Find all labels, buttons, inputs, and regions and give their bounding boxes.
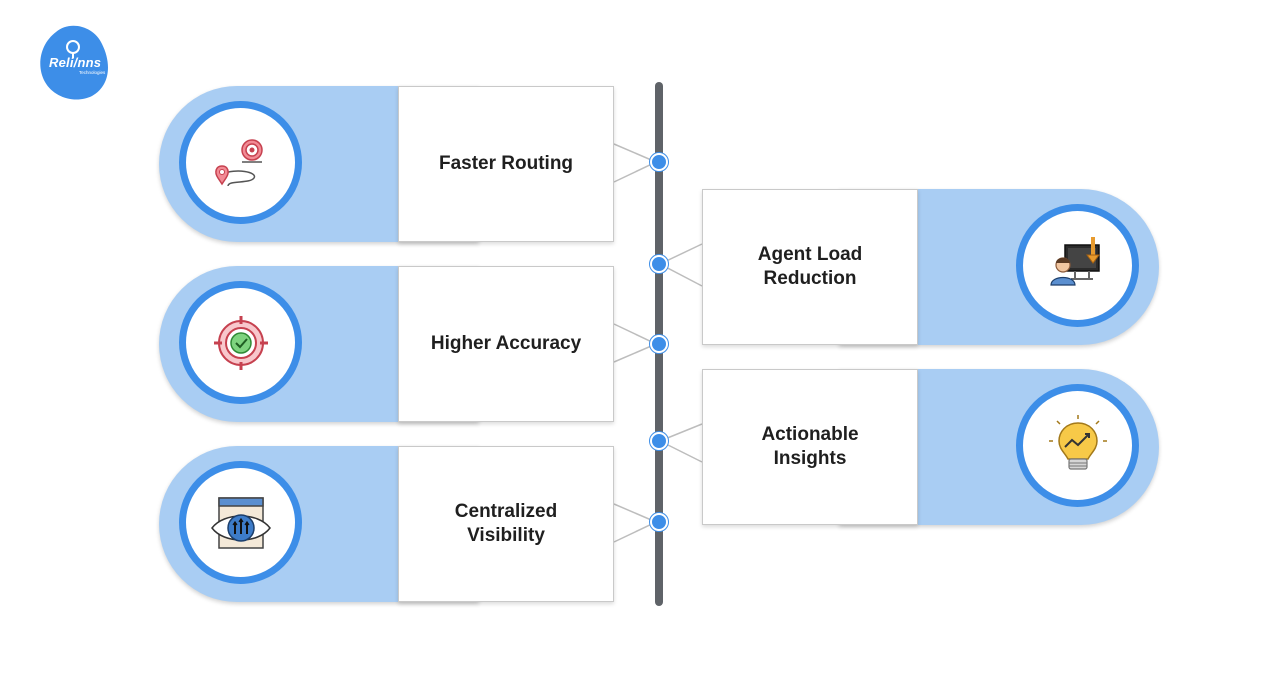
timeline-node [650, 513, 668, 531]
benefit-card-agent-load-reduction: Agent Load Reduction [702, 189, 1159, 345]
benefit-label: Agent Load Reduction [757, 244, 863, 289]
lightbulb-trend-icon [1048, 414, 1107, 470]
benefit-card-actionable-insights: Actionable Insights [702, 369, 1159, 525]
icon-ring [179, 101, 302, 224]
eye-dashboard-icon [210, 496, 271, 549]
logo-blob-icon [40, 25, 108, 100]
timeline-node [650, 432, 668, 450]
logo-subtext: Technologies [79, 70, 106, 75]
icon-ring [179, 281, 302, 404]
benefit-label: Higher Accuracy [430, 333, 582, 354]
timeline-node [650, 153, 668, 171]
benefit-label: Centralized Visibility [454, 501, 558, 546]
target-check-icon [213, 315, 268, 370]
benefit-label: Actionable Insights [761, 424, 859, 469]
route-pins-icon [214, 138, 263, 186]
timeline-node [650, 255, 668, 273]
logo-text: Reli/nns [49, 55, 102, 70]
benefit-label-panel: Higher Accuracy [398, 266, 614, 422]
benefit-label-panel: Faster Routing [398, 86, 614, 242]
icon-ring [1016, 384, 1139, 507]
agent-monitor-icon [1049, 236, 1100, 286]
benefit-label-panel: Centralized Visibility [398, 446, 614, 602]
benefit-label: Faster Routing [438, 153, 574, 174]
benefit-card-faster-routing: Faster Routing [159, 86, 614, 242]
relinns-logo[interactable]: Reli/nns Technologies [36, 24, 110, 100]
benefit-label-panel: Agent Load Reduction [702, 189, 918, 345]
benefit-card-higher-accuracy: Higher Accuracy [159, 266, 614, 422]
timeline-node [650, 335, 668, 353]
benefit-card-centralized-visibility: Centralized Visibility [159, 446, 614, 602]
icon-ring [1016, 204, 1139, 327]
icon-ring [179, 461, 302, 584]
benefit-label-panel: Actionable Insights [702, 369, 918, 525]
